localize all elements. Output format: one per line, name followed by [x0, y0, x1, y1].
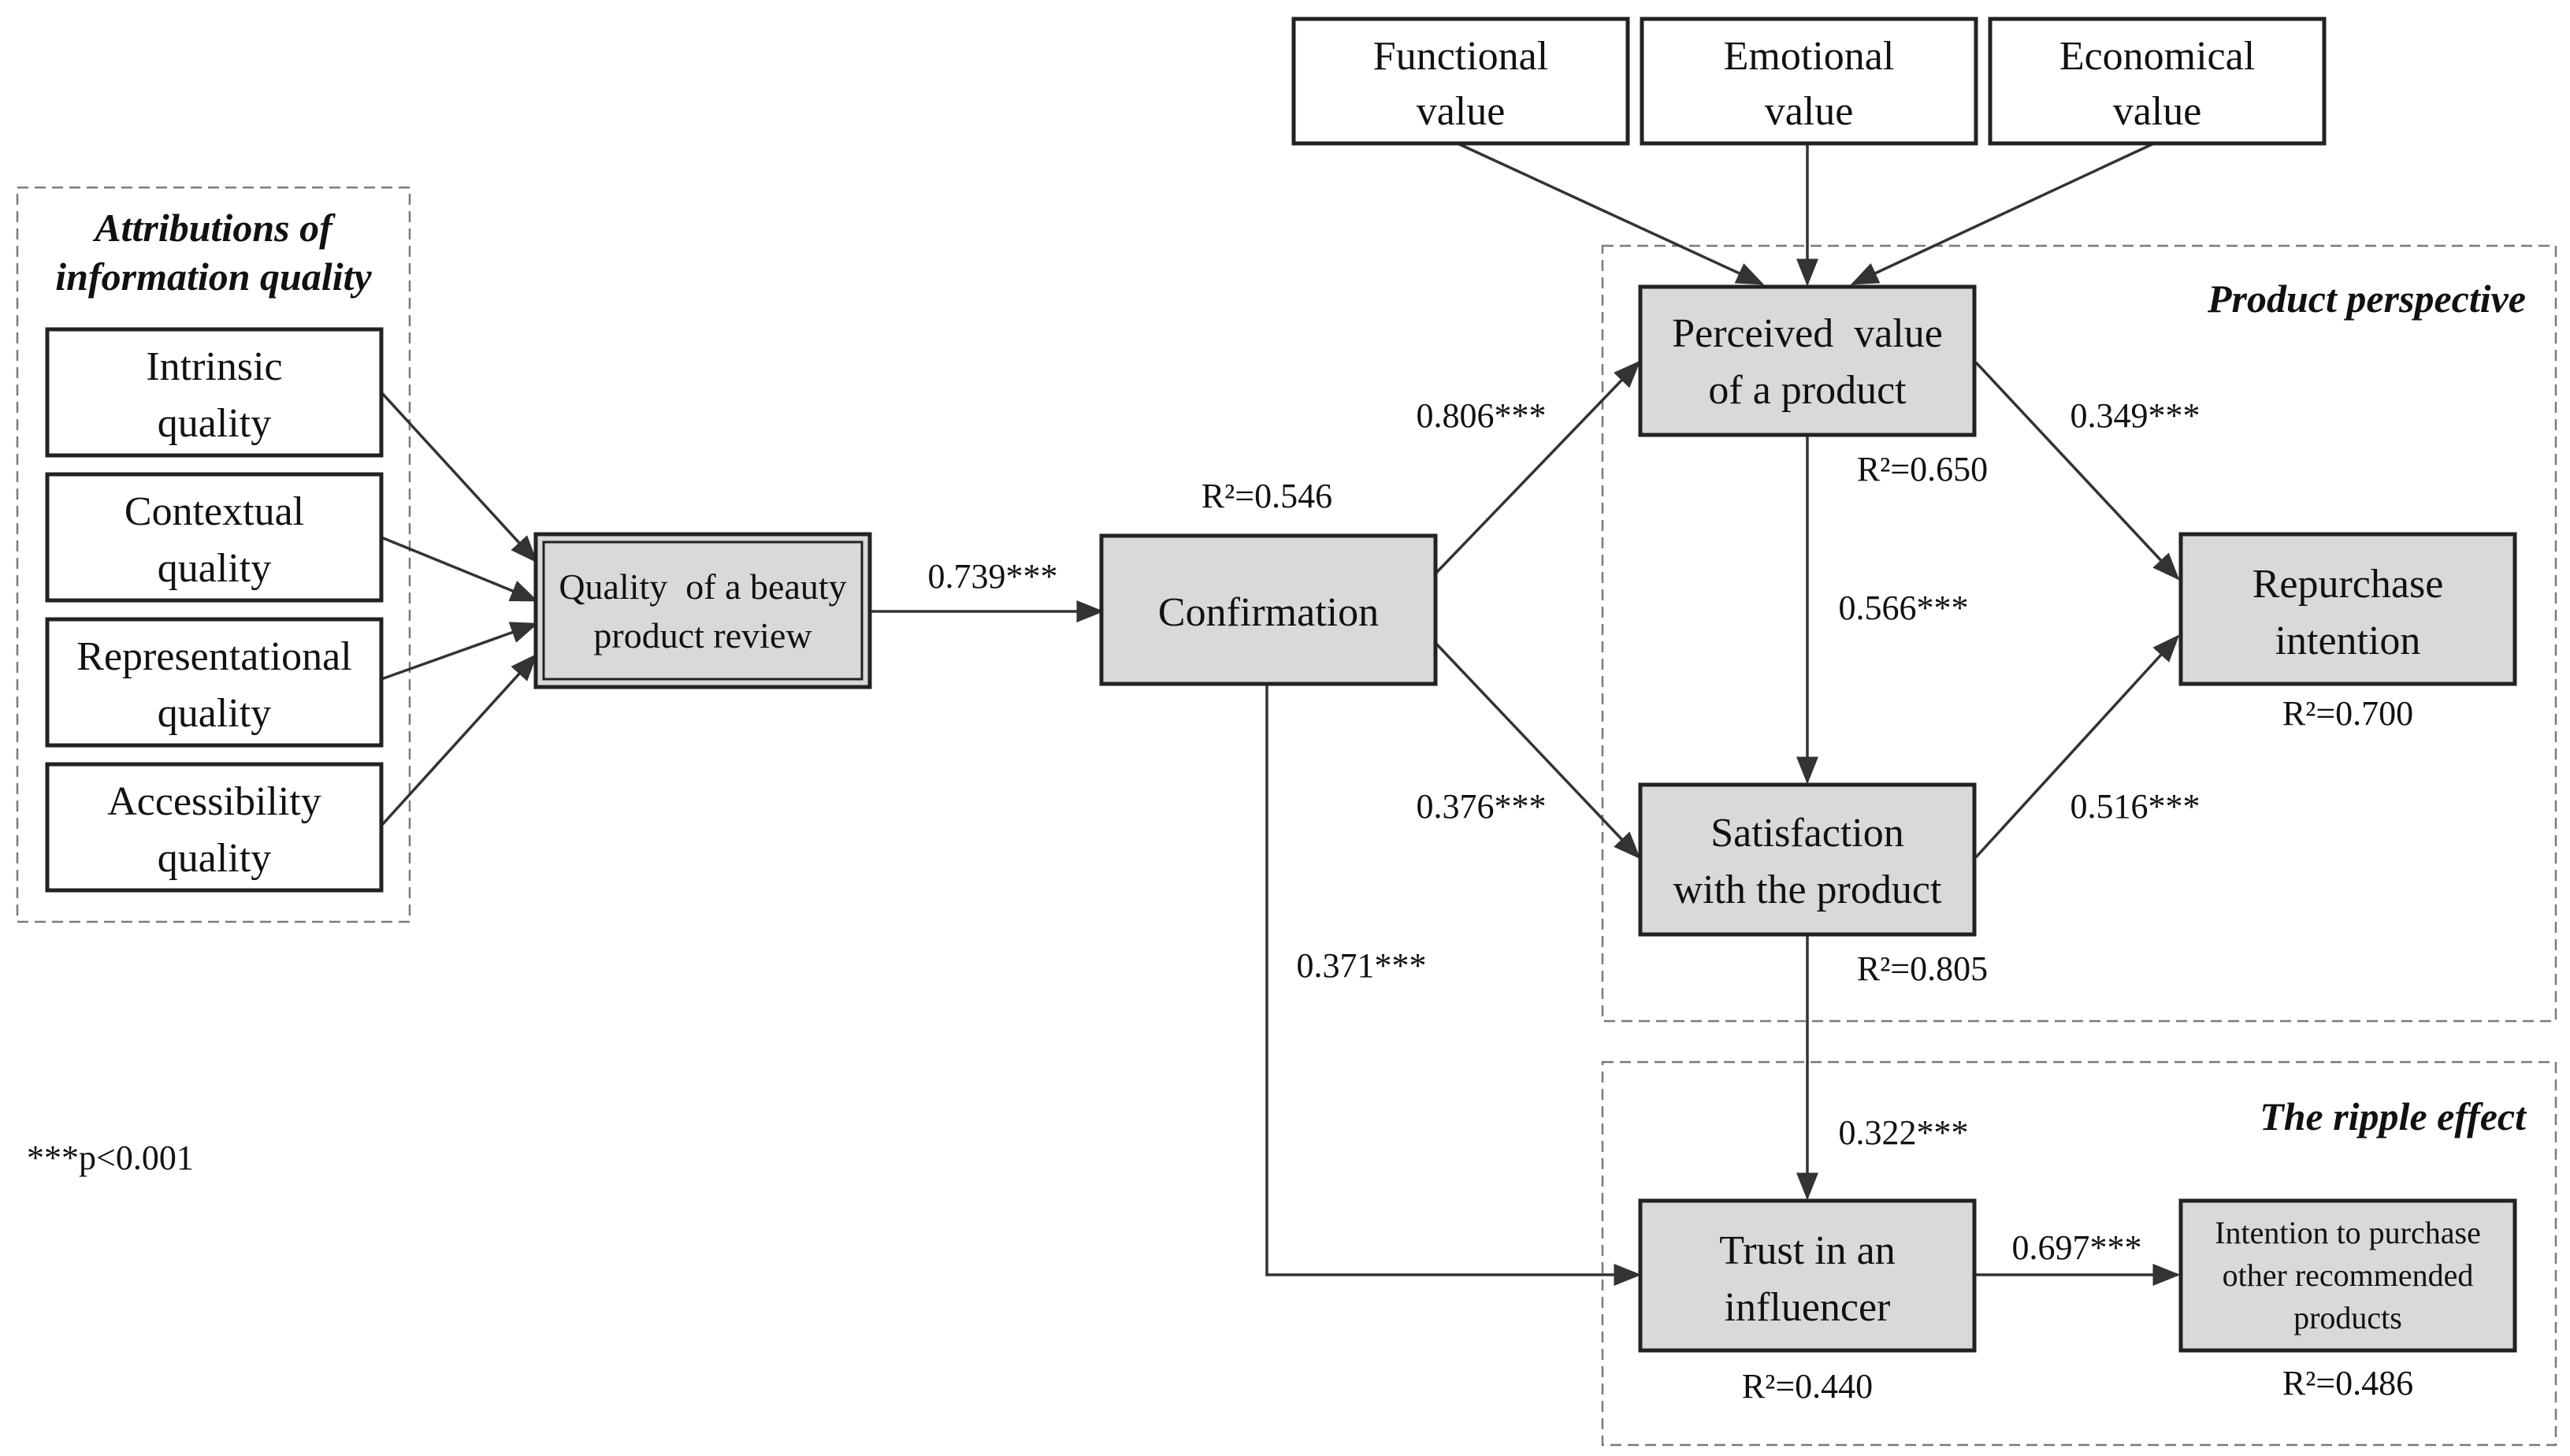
node-intention-other-products: Intention to purchase other recommended … — [2178, 1198, 2517, 1353]
rsq-trust: R²=0.440 — [1742, 1367, 1873, 1406]
ripple-effect-title: The ripple effect — [2260, 1094, 2527, 1138]
node-functional-value: Functional value — [1291, 17, 1630, 146]
coef-trust-to-intention: 0.697*** — [2012, 1228, 2142, 1267]
contextual-line2: quality — [158, 546, 271, 591]
node-trust-influencer: Trust in an influencer — [1638, 1198, 1977, 1353]
perceived-line2: of a product — [1708, 368, 1907, 413]
trust-line1: Trust in an — [1719, 1228, 1895, 1273]
repurchase-line1: Repurchase — [2252, 562, 2444, 607]
economical-line1: Economical — [2059, 34, 2255, 79]
arrow-representational-to-review — [381, 622, 539, 681]
significance-note: ***p<0.001 — [27, 1138, 194, 1177]
node-satisfaction: Satisfaction with the product — [1638, 782, 1977, 937]
coef-satisfaction-to-repurchase: 0.516*** — [2070, 787, 2200, 826]
intrinsic-line2: quality — [158, 401, 271, 446]
rsq-satisfaction: R²=0.805 — [1857, 949, 1988, 988]
arrow-accessibility-to-review — [380, 653, 538, 827]
intrinsic-line1: Intrinsic — [146, 344, 282, 389]
rsq-confirmation: R²=0.546 — [1201, 477, 1332, 515]
representational-line2: quality — [158, 691, 271, 736]
contextual-line1: Contextual — [124, 489, 304, 534]
satisfaction-line1: Satisfaction — [1710, 811, 1904, 856]
coef-satisfaction-to-trust: 0.322*** — [1839, 1113, 1969, 1152]
ripple-effect-group-box — [1601, 1060, 2557, 1447]
coef-review-to-confirmation: 0.739*** — [928, 557, 1058, 596]
accessibility-line2: quality — [158, 836, 271, 881]
node-emotional-value: Emotional value — [1640, 17, 1978, 146]
coef-confirmation-to-trust: 0.371*** — [1297, 946, 1427, 985]
node-intrinsic-quality: Intrinsic quality — [45, 327, 384, 458]
arrow-perceived-to-repurchase — [1974, 361, 2180, 581]
node-economical-value: Economical value — [1988, 17, 2327, 146]
coef-confirmation-to-perceived: 0.806*** — [1417, 396, 1547, 435]
arrow-confirmation-to-perceived — [1434, 360, 1641, 575]
emotional-line2: value — [1765, 89, 1854, 134]
node-repurchase-intention: Repurchase intention — [2178, 532, 2517, 686]
trust-line2: influencer — [1725, 1285, 1891, 1330]
confirmation-label: Confirmation — [1158, 590, 1379, 635]
accessibility-line1: Accessibility — [107, 779, 321, 824]
product-perspective-group-box — [1601, 244, 2557, 1023]
functional-line2: value — [1417, 89, 1506, 134]
review-quality-line1: Quality of a beauty — [559, 566, 846, 607]
emotional-line1: Emotional — [1724, 34, 1895, 79]
attributions-title-line1: Attributions of — [92, 206, 336, 250]
economical-line2: value — [2113, 89, 2202, 134]
intention-line3: products — [2293, 1300, 2402, 1335]
satisfaction-line2: with the product — [1673, 867, 1942, 912]
arrow-contextual-to-review — [381, 536, 539, 602]
node-contextual-quality: Contextual quality — [45, 472, 384, 603]
node-perceived-value: Perceived value of a product — [1638, 284, 1977, 437]
review-quality-line2: product review — [593, 615, 812, 656]
repurchase-line2: intention — [2275, 618, 2421, 663]
node-accessibility-quality: Accessibility quality — [45, 762, 384, 893]
arrow-intrinsic-to-review — [380, 391, 538, 563]
node-representational-quality: Representational quality — [45, 617, 384, 748]
coef-confirmation-to-satisfaction: 0.376*** — [1417, 787, 1547, 826]
arrow-economical-to-perceived — [1850, 142, 2155, 285]
perceived-line1: Perceived value — [1672, 311, 1943, 356]
intention-line2: other recommended — [2223, 1257, 2474, 1293]
coef-perceived-to-repurchase: 0.349*** — [2070, 396, 2200, 435]
functional-line1: Functional — [1373, 34, 1548, 79]
product-perspective-title: Product perspective — [2207, 277, 2526, 321]
attributions-group-box — [16, 186, 411, 923]
intention-line1: Intention to purchase — [2215, 1215, 2481, 1250]
representational-line1: Representational — [76, 634, 351, 679]
arrows — [380, 142, 2181, 1286]
rsq-intention-other: R²=0.486 — [2282, 1364, 2413, 1402]
arrow-confirmation-to-trust — [1265, 684, 1642, 1286]
rsq-perceived-value: R²=0.650 — [1857, 450, 1988, 488]
node-review-quality: Quality of a beauty product review — [533, 532, 872, 689]
coef-perceived-to-satisfaction: 0.566*** — [1839, 589, 1969, 627]
arrow-confirmation-to-satisfaction — [1434, 641, 1641, 860]
arrow-functional-to-perceived — [1457, 142, 1765, 285]
arrow-satisfaction-to-repurchase — [1974, 634, 2180, 859]
node-confirmation: Confirmation — [1099, 533, 1438, 686]
attributions-title-line2: information quality — [55, 254, 372, 299]
rsq-repurchase: R²=0.700 — [2282, 694, 2413, 733]
